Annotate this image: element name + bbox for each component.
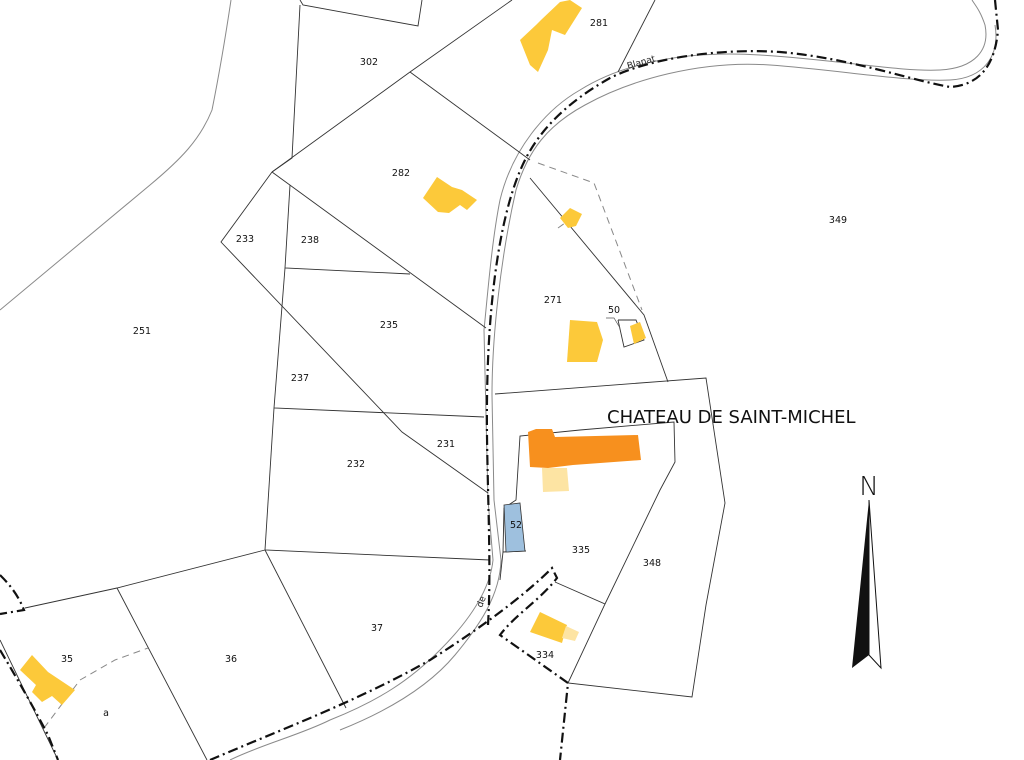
parcel-label: 271 [544, 295, 562, 306]
parcel-lines [0, 0, 726, 760]
parcel-label: 233 [236, 234, 254, 245]
parcel-label: 36 [225, 654, 237, 665]
parcel-label: 37 [371, 623, 383, 634]
parcel-label: 282 [392, 168, 410, 179]
water-basin-52 [503, 502, 526, 553]
building-282 [423, 177, 477, 213]
north-label: N [859, 472, 878, 502]
road-label-de: de [475, 595, 488, 609]
road-label-blanat: Blanat [626, 54, 657, 72]
parcel-label: 35 [61, 654, 73, 665]
buildings [20, 0, 646, 705]
parcel-label: 281 [590, 18, 608, 29]
parcel-label: 231 [437, 439, 455, 450]
parcel-label: 251 [133, 326, 151, 337]
map-title: CHATEAU DE SAINT-MICHEL [607, 407, 856, 428]
parcel-label: a [103, 708, 109, 719]
parcel-labels: 281 302 282 349 233 238 251 271 50 235 2… [61, 18, 847, 719]
parcel-label: 52 [510, 520, 522, 531]
parcel-label: 348 [643, 558, 661, 569]
parcel-label: 302 [360, 57, 378, 68]
parcel-label: 238 [301, 235, 319, 246]
parcel-label: 335 [572, 545, 590, 556]
parcel-label: 232 [347, 459, 365, 470]
commune-boundary [0, 0, 1000, 760]
parcel-label: 235 [380, 320, 398, 331]
building-334 [530, 612, 567, 643]
parcel-label: 237 [291, 373, 309, 384]
parcel-label: 50 [608, 305, 620, 316]
building-50 [630, 322, 646, 344]
building-chateau-annex [542, 468, 569, 492]
building-chateau [528, 429, 641, 468]
building-35 [20, 655, 75, 705]
building-334-annex [562, 626, 579, 641]
north-arrow-icon: N [852, 472, 882, 670]
parcel-label: 334 [536, 650, 554, 661]
road-lines [0, 0, 997, 760]
building-271-small [560, 208, 582, 228]
parcel-label: 349 [829, 215, 847, 226]
building-271 [567, 320, 603, 362]
building-281 [520, 0, 582, 72]
